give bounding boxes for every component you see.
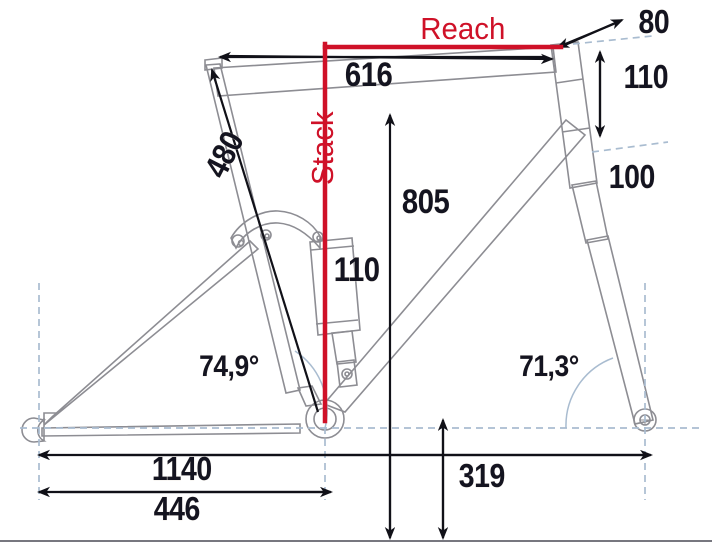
- dimension-label-616: 616: [344, 56, 393, 94]
- dimension-label-shock-110: 110: [333, 251, 381, 289]
- dimension-label-80: 80: [638, 3, 670, 40]
- dimension-label-1140: 1140: [151, 450, 213, 487]
- down-tube: [322, 118, 587, 413]
- head-angle-arc: [565, 357, 614, 429]
- dim-line-480: [210, 68, 320, 413]
- head-tube-angle-label: 71,3°: [519, 350, 580, 383]
- center-lines: [20, 35, 700, 500]
- chain-stay: [41, 423, 301, 437]
- dimension-label-headtube-110: 110: [623, 58, 669, 95]
- fork-crown: [571, 180, 609, 244]
- dimension-label-319: 319: [458, 457, 506, 494]
- reach-stack-lines: [322, 41, 564, 424]
- rear-brace: [43, 412, 58, 423]
- headtube-bottom-ext: [591, 141, 669, 153]
- dim-line-616-right: [225, 53, 554, 65]
- dimension-label-805: 805: [401, 183, 450, 221]
- reach-label: Reach: [420, 11, 506, 46]
- bb-junction: [296, 385, 323, 407]
- dimension-lines: [37, 18, 653, 540]
- dimension-label-446: 446: [153, 490, 201, 527]
- stack-label: Stack: [305, 111, 340, 185]
- seat-stay: [43, 239, 260, 426]
- seat-tube-angle-label: 74,9°: [199, 350, 260, 383]
- dimension-label-100: 100: [608, 158, 656, 195]
- headtube-top-ext: [572, 35, 653, 45]
- rocker-link: [230, 210, 324, 251]
- fork-leg: [586, 235, 657, 432]
- rear-dropout: [21, 417, 47, 443]
- dim-line-80-left: [556, 21, 617, 49]
- seat-tube: [204, 57, 301, 394]
